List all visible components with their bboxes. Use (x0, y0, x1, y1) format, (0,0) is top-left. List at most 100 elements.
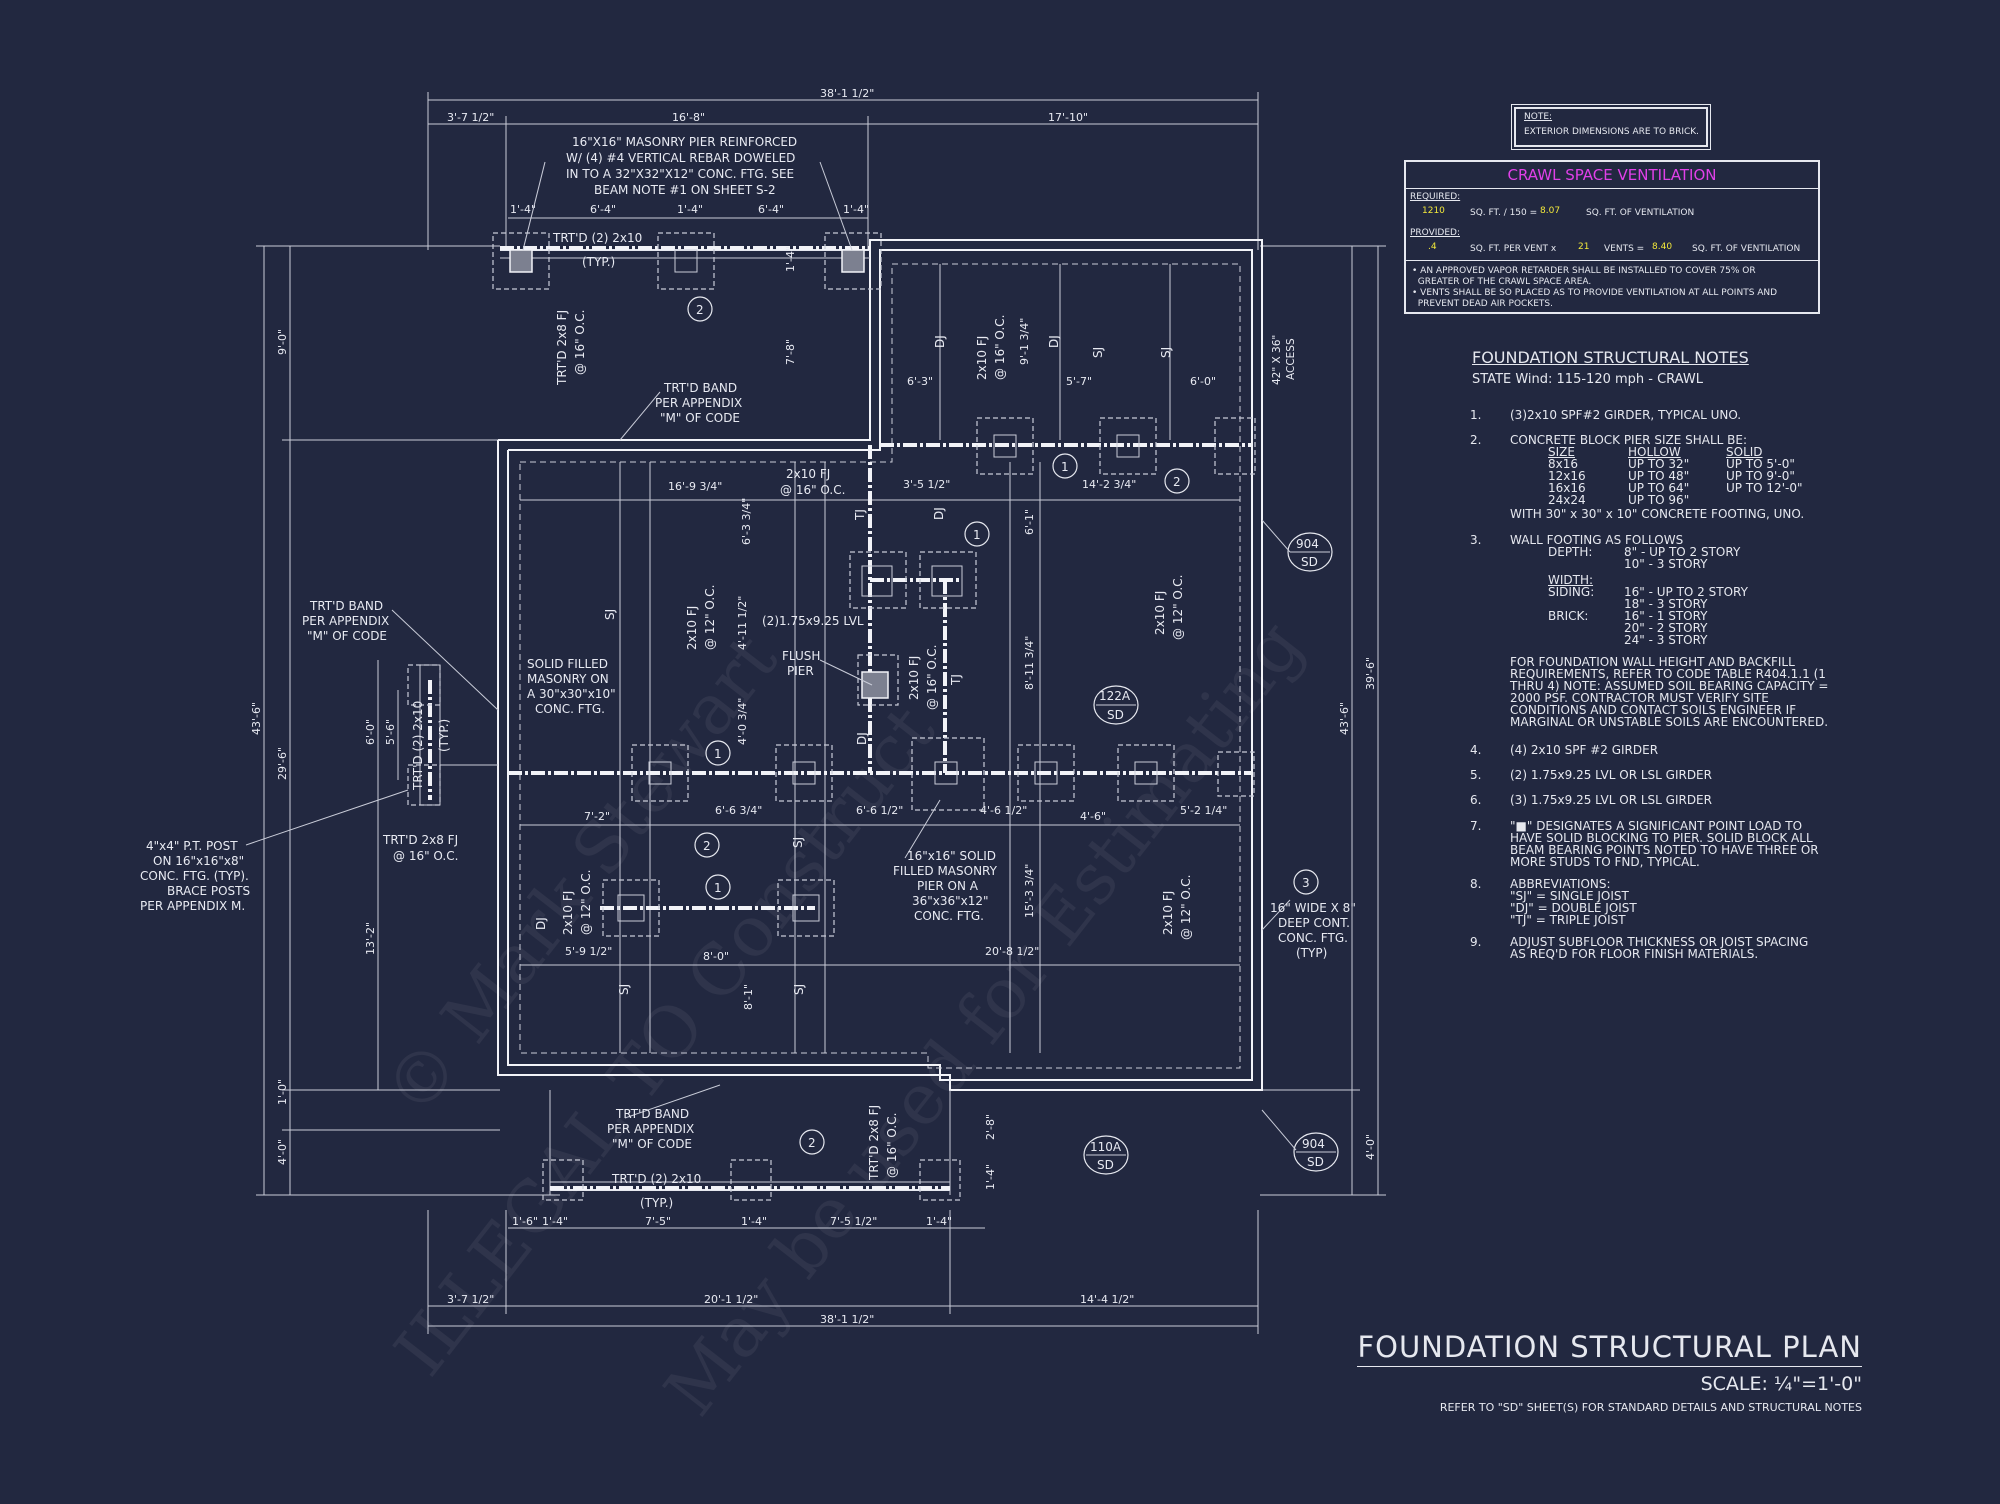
band-left-3: "M" OF CODE (307, 629, 387, 643)
tag-sd-d: SD (1307, 1155, 1324, 1169)
dim-bot-total: 38'-1 1/2" (820, 1313, 874, 1326)
crawl-prov-val2: 21 (1578, 242, 1590, 252)
note-7-4: MORE STUDS TO FND, TYPICAL. (1510, 855, 1700, 869)
dim-top-a: 3'-7 1/2" (447, 111, 494, 124)
sj-2: SJ (1159, 347, 1173, 358)
dim-pier-bot-2: 1'-4" (542, 1215, 568, 1228)
pier-row-1-size: 8x16 (1548, 457, 1579, 471)
dim-inner-9: 4'-6" (1080, 810, 1106, 823)
tag-904-a: 904 (1296, 537, 1319, 551)
note-8-sj: "SJ" = SINGLE JOIST (1510, 889, 1629, 903)
fj-label-7: 2x10 FJ (1161, 891, 1175, 935)
dim-left-g: 5'-6" (384, 719, 397, 745)
dim-top-total: 38'-1 1/2" (820, 87, 874, 100)
band-left-2: PER APPENDIX (302, 614, 389, 628)
note-1: (3)2x10 SPF#2 GIRDER, TYPICAL UNO. (1510, 408, 1742, 422)
dim-top-b: 16'-8" (672, 111, 705, 124)
dim-left-b: 29'-6" (276, 747, 289, 780)
callout-2-a: 2 (696, 303, 704, 317)
dim-left-total: 43'-6" (250, 702, 263, 735)
note-3-siding: SIDING: (1548, 585, 1595, 599)
callout-1-a: 1 (1061, 460, 1069, 474)
exterior-note-box: NOTE: EXTERIOR DIMENSIONS ARE TO BRICK. (1511, 104, 1711, 150)
note-3-brick: BRICK: (1548, 609, 1589, 623)
solid-filled-4: CONC. FTG. (535, 702, 605, 716)
sj-5: SJ (617, 984, 631, 995)
solid16-2: FILLED MASONRY (893, 864, 998, 878)
dim-pier-top-1: 1'-4" (510, 203, 536, 216)
dim-inner-17: 6'-1" (1023, 509, 1036, 535)
note-num-3: 3. (1470, 533, 1482, 547)
title-block: FOUNDATION STRUCTURAL PLAN SCALE: ¼"=1'-… (1300, 1330, 1862, 1420)
crawl-bullet-1b: GREATER OF THE CRAWL SPACE AREA. (1412, 277, 1592, 287)
note-3b-6: MARGINAL OR UNSTABLE SOILS ARE ENCOUNTER… (1510, 715, 1829, 729)
sj-6: SJ (792, 984, 806, 995)
dim-inner-14: 20'-8 1/2" (985, 945, 1039, 958)
dj-3: DJ (932, 507, 946, 520)
dim-pier-top-5: 1'-4" (843, 203, 869, 216)
dim-inner-13: 8'-1" (742, 984, 755, 1010)
structural-notes: FOUNDATION STRUCTURAL NOTES STATE Wind: … (1460, 350, 1860, 982)
solid-filled-1: SOLID FILLED (527, 657, 608, 671)
piers (407, 232, 1256, 1201)
dim-inner-24: 7'-8" (784, 339, 797, 365)
solid16-4: 36"x36"x12" (912, 894, 989, 908)
note-7-3: BEAM BEARING POINTS NOTED TO HAVE THREE … (1510, 843, 1819, 857)
note-num-1: 1. (1470, 408, 1482, 422)
callout-1-d: 1 (714, 881, 722, 895)
dim-pier-bot-5: 7'-5 1/2" (830, 1215, 877, 1228)
trtd-2x10-bot: TRT'D (2) 2x10 (611, 1172, 701, 1186)
dim-top-c: 17'-10" (1048, 111, 1088, 124)
crawl-prov-end: SQ. FT. OF VENTILATION (1692, 244, 1801, 254)
pier-row-3-hollow: UP TO 64" (1628, 481, 1690, 495)
trtd-2x10-left: TRT'D (2) 2x10 (411, 701, 425, 791)
crawl-required-val: 1210 (1422, 206, 1445, 216)
note-3-brick-1: 16" - 1 STORY (1624, 609, 1708, 623)
dj-5: DJ (534, 917, 548, 930)
callout-2-d: 2 (808, 1136, 816, 1150)
dim-left-a: 9'-0" (276, 329, 289, 355)
wide-3: CONC. FTG. (1278, 931, 1348, 945)
wide-2: DEEP CONT. (1278, 916, 1350, 930)
note-4: (4) 2x10 SPF #2 GIRDER (1510, 743, 1659, 757)
at12-fj-6: @ 12" O.C. (579, 870, 593, 935)
note-9-2: AS REQ'D FOR FLOOR FINISH MATERIALS. (1510, 947, 1759, 961)
dim-inner-11: 5'-9 1/2" (565, 945, 612, 958)
dim-inner-21: 5'-7" (1066, 375, 1092, 388)
note-num-2: 2. (1470, 433, 1482, 447)
dim-inner-25: 1'-4" (784, 246, 797, 272)
plan-scale: SCALE: ¼"=1'-0" (1700, 1373, 1862, 1395)
pier-note-3: IN TO A 32"X32"X12" CONC. FTG. SEE (566, 167, 794, 181)
crawl-prov-val3: 8.40 (1652, 242, 1673, 252)
dim-pier-top-4: 6'-4" (758, 203, 784, 216)
note-num-8: 8. (1470, 877, 1482, 891)
crawl-req-mid: SQ. FT. / 150 = (1470, 208, 1538, 218)
pier-row-3-solid: UP TO 12'-0" (1726, 481, 1803, 495)
note-3-depth-2: 10" - 3 STORY (1624, 557, 1708, 571)
note-3-brick-3: 24" - 3 STORY (1624, 633, 1708, 647)
note-3-siding-2: 18" - 3 STORY (1624, 597, 1708, 611)
typ-top: (TYP.) (582, 255, 615, 269)
note-2b: WITH 30" x 30" x 10" CONCRETE FOOTING, U… (1510, 507, 1805, 521)
typ-bot: (TYP.) (640, 1196, 673, 1210)
exterior-note-head: NOTE: (1524, 112, 1553, 122)
sj-1: SJ (1091, 347, 1105, 358)
note-8: ABBREVIATIONS: (1510, 877, 1611, 891)
note-3-depth: DEPTH: (1548, 545, 1593, 559)
note-num-6: 6. (1470, 793, 1482, 807)
fj-label-2: 2x10 FJ (685, 606, 699, 650)
band-bot-2: PER APPENDIX (607, 1122, 694, 1136)
crawl-req-end: SQ. FT. OF VENTILATION (1586, 208, 1695, 218)
at12-fj-7: @ 12" O.C. (1179, 875, 1193, 940)
access-1: 42" X 36" (1271, 335, 1283, 385)
callouts: 2 1 2 1 1 2 1 3 2 (687, 296, 1319, 1155)
dj-1: DJ (933, 335, 947, 348)
dim-pier-bot-4: 1'-4" (741, 1215, 767, 1228)
note-num-9: 9. (1470, 935, 1482, 949)
refer-note: REFER TO "SD" SHEET(S) FOR STANDARD DETA… (1439, 1401, 1862, 1414)
solid-filled-3: A 30"x30"x10" (527, 687, 616, 701)
post-5: PER APPENDIX M. (140, 899, 245, 913)
crawl-bullet-2b: PREVENT DEAD AIR POCKETS. (1412, 299, 1553, 309)
pier-head-size: SIZE (1548, 445, 1575, 459)
post-1: 4"x4" P.T. POST (146, 839, 238, 853)
